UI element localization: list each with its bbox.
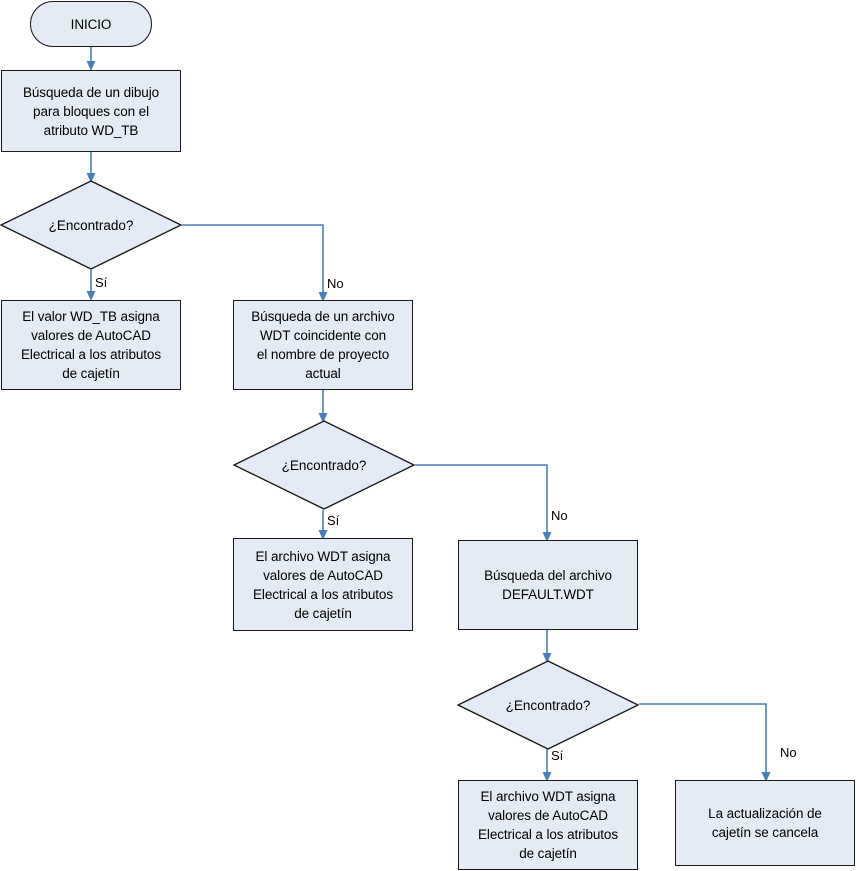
edge-label-decision2-no: No: [551, 508, 568, 523]
node-assign-wdtb-label: El valor WD_TB asigna valores de AutoCAD…: [21, 309, 161, 381]
node-decision3[interactable]: ¿Encontrado?: [457, 660, 639, 750]
node-assign-default-wdt-label: El archivo WDT asigna valores de AutoCAD…: [478, 789, 618, 861]
edge-decision1-no: [182, 224, 328, 302]
node-search-default-wdt-label: Búsqueda del archivo DEFAULT.WDT: [484, 568, 612, 602]
node-assign-wdt-project-label: El archivo WDT asigna valores de AutoCAD…: [253, 548, 393, 621]
node-search-wdt-project[interactable]: Búsqueda de un archivo WDT coincidente c…: [233, 300, 413, 390]
node-cancel-label: La actualización de cajetín se cancela: [708, 806, 822, 840]
edge-decision2-no: [415, 464, 552, 542]
node-assign-wdt-project[interactable]: El archivo WDT asigna valores de AutoCAD…: [233, 538, 413, 631]
node-start[interactable]: INICIO: [30, 1, 152, 47]
node-search-default-wdt[interactable]: Búsqueda del archivo DEFAULT.WDT: [458, 540, 638, 630]
edge-label-decision1-yes: Sí: [95, 275, 108, 290]
edge-label-decision1-no: No: [327, 276, 344, 291]
edge-label-decision3-no: No: [780, 745, 797, 760]
decision2-shape: [233, 420, 415, 510]
decision3-shape: [457, 660, 639, 750]
node-search-wdt-project-label: Búsqueda de un archivo WDT coincidente c…: [251, 309, 395, 381]
node-cancel[interactable]: La actualización de cajetín se cancela: [675, 780, 855, 866]
node-assign-default-wdt[interactable]: El archivo WDT asigna valores de AutoCAD…: [458, 780, 638, 870]
node-search-block-label: Búsqueda de un dibujo para bloques con e…: [22, 84, 160, 138]
node-decision1[interactable]: ¿Encontrado?: [0, 180, 182, 270]
node-search-block[interactable]: Búsqueda de un dibujo para bloques con e…: [1, 70, 181, 152]
node-start-label: INICIO: [70, 16, 112, 32]
edge-label-decision3-yes: Sí: [551, 748, 564, 763]
edge-label-decision2-yes: Sí: [327, 513, 340, 528]
decision1-shape: [0, 180, 182, 270]
node-assign-wdtb[interactable]: El valor WD_TB asigna valores de AutoCAD…: [1, 300, 181, 390]
edge-decision3-no: [639, 703, 771, 782]
node-decision2[interactable]: ¿Encontrado?: [233, 420, 415, 510]
